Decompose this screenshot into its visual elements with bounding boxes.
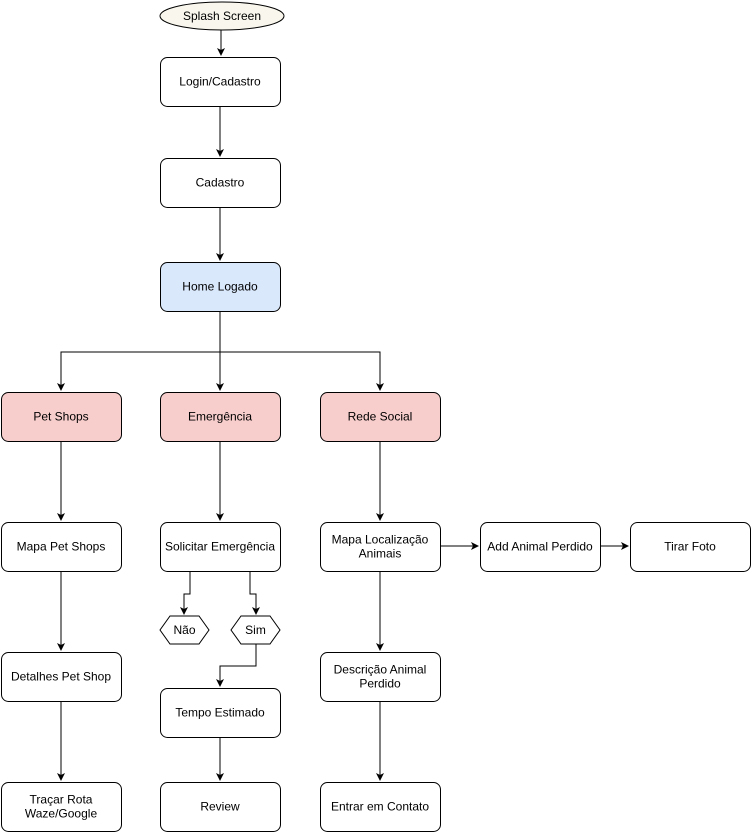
- node-label: Rede Social: [348, 410, 413, 424]
- node-shape: [320, 652, 441, 702]
- node-contato: Entrar em Contato: [320, 782, 441, 832]
- node-label-line: Rede Social: [348, 410, 413, 424]
- node-shape: [230, 615, 281, 645]
- node-label-line: Entrar em Contato: [331, 800, 429, 814]
- node-shape: [160, 158, 281, 208]
- node-label-line: Login/Cadastro: [179, 75, 261, 89]
- node-petshops: Pet Shops: [1, 392, 122, 442]
- node-label-line: Traçar Rota: [30, 793, 93, 807]
- node-label-line: Não: [173, 623, 195, 637]
- node-label: Não: [173, 623, 195, 637]
- node-label-line: Home Logado: [182, 280, 258, 294]
- node-label-line: Animais: [359, 547, 402, 561]
- node-label-line: Descrição Animal: [334, 663, 427, 677]
- node-label-line: Review: [200, 800, 240, 814]
- node-label: Review: [200, 800, 240, 814]
- edge-home-to-petshops: [57, 311, 221, 391]
- node-label: Detalhes Pet Shop: [11, 670, 111, 684]
- node-label: Login/Cadastro: [179, 75, 261, 89]
- node-login: Login/Cadastro: [160, 57, 281, 107]
- node-solicitar: Solicitar Emergência: [160, 522, 281, 572]
- node-label: Sim: [245, 623, 266, 637]
- node-shape: [160, 262, 281, 312]
- node-label-line: Add Animal Perdido: [487, 540, 593, 554]
- node-label-line: Perdido: [359, 677, 401, 691]
- node-detalhes: Detalhes Pet Shop: [1, 652, 122, 702]
- node-shape: [160, 392, 281, 442]
- node-rede: Rede Social: [320, 392, 441, 442]
- edge-solicitar-to-sim: [249, 571, 260, 615]
- node-shape: [160, 522, 281, 572]
- node-label: Tirar Foto: [664, 540, 716, 554]
- node-add-animal: Add Animal Perdido: [480, 522, 601, 572]
- node-home: Home Logado: [160, 262, 281, 312]
- node-shape: [159, 615, 210, 645]
- node-label-line: Mapa Localização: [332, 533, 429, 547]
- node-shape: [159, 1, 285, 31]
- node-label: Mapa Pet Shops: [17, 540, 106, 554]
- node-label-line: Waze/Google: [25, 807, 98, 821]
- edge-home-to-rede: [220, 351, 384, 391]
- node-label-line: Pet Shops: [33, 410, 88, 424]
- node-label: Emergência: [188, 410, 252, 424]
- node-shape: [160, 688, 281, 738]
- node-shape: [1, 522, 122, 572]
- node-shape: [480, 522, 601, 572]
- node-sim: Sim: [230, 615, 281, 645]
- node-mapa-pet: Mapa Pet Shops: [1, 522, 122, 572]
- node-label: Tempo Estimado: [175, 706, 265, 720]
- node-emergencia: Emergência: [160, 392, 281, 442]
- node-shape: [320, 392, 441, 442]
- node-shape: [160, 57, 281, 107]
- node-shape: [320, 522, 441, 572]
- node-label-line: Tirar Foto: [664, 540, 716, 554]
- node-label-line: Emergência: [188, 410, 252, 424]
- node-label: Cadastro: [196, 176, 245, 190]
- node-cadastro: Cadastro: [160, 158, 281, 208]
- edges-layer: [57, 30, 629, 781]
- node-foto: Tirar Foto: [630, 522, 751, 572]
- node-label-line: Mapa Pet Shops: [17, 540, 106, 554]
- edge-solicitar-to-nao: [180, 571, 191, 615]
- node-label: Pet Shops: [33, 410, 88, 424]
- node-shape: [1, 392, 122, 442]
- node-label-line: Detalhes Pet Shop: [11, 670, 111, 684]
- node-shape: [1, 652, 122, 702]
- node-label-line: Tempo Estimado: [175, 706, 265, 720]
- node-label-line: Solicitar Emergência: [165, 540, 275, 554]
- edge-sim-to-tempo: [216, 644, 257, 687]
- node-label-line: Splash Screen: [183, 9, 261, 23]
- node-label-line: Sim: [245, 623, 266, 637]
- node-label-line: Cadastro: [196, 176, 245, 190]
- node-review: Review: [160, 782, 281, 832]
- node-label: Splash Screen: [183, 9, 261, 23]
- node-label: Entrar em Contato: [331, 800, 429, 814]
- node-tempo: Tempo Estimado: [160, 688, 281, 738]
- node-nao: Não: [159, 615, 210, 645]
- node-label: Home Logado: [182, 280, 258, 294]
- node-label: Solicitar Emergência: [165, 540, 275, 554]
- node-label: Add Animal Perdido: [487, 540, 593, 554]
- node-splash: Splash Screen: [159, 1, 285, 31]
